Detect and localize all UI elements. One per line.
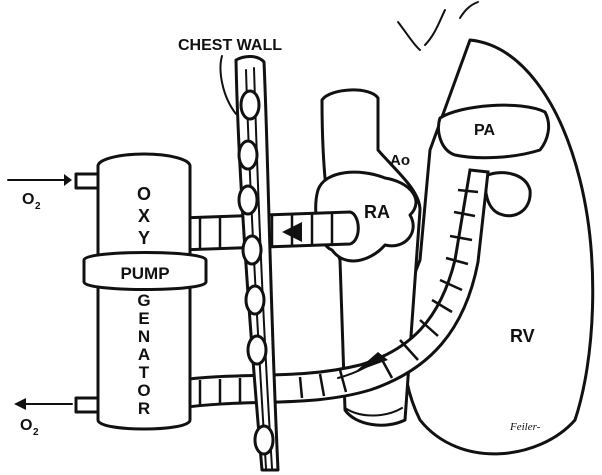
svg-text:O: O <box>137 381 150 400</box>
rv-label: RV <box>510 326 535 346</box>
o2-out-arrow-head <box>14 398 26 410</box>
chest-wall-pointer <box>221 56 236 114</box>
pa-appendage <box>486 173 531 216</box>
svg-text:T: T <box>139 363 150 382</box>
o2-in-arrow-head <box>64 174 72 186</box>
svg-text:A: A <box>138 345 150 364</box>
right-ventricle <box>403 40 593 454</box>
pump-label: PUMP <box>120 264 169 283</box>
oxy-label: O X Y <box>137 184 151 248</box>
svg-text:N: N <box>138 327 150 346</box>
o2-out-label: O <box>20 417 32 434</box>
o2-in-label: O <box>22 191 34 208</box>
o2-in-subscript: 2 <box>35 201 41 212</box>
ao-label: Ao <box>390 152 410 169</box>
vessel-top-mid <box>425 10 445 45</box>
svg-text:E: E <box>138 309 149 328</box>
svg-text:Y: Y <box>138 228 150 248</box>
pa-label: PA <box>474 122 495 139</box>
artist-signature: Feiler- <box>509 421 541 433</box>
o2-in-port <box>76 174 98 188</box>
genator-label: G E N A T O R <box>137 291 150 418</box>
vessel-top-left <box>398 22 420 50</box>
chest-wall-label: CHEST WALL <box>178 37 282 54</box>
o2-out-subscript: 2 <box>33 427 39 438</box>
svg-text:X: X <box>138 206 150 226</box>
ra-label: RA <box>364 202 390 222</box>
svg-text:O: O <box>137 184 151 204</box>
vessel-top-right <box>460 2 478 18</box>
svg-text:G: G <box>137 291 150 310</box>
svg-text:R: R <box>138 399 150 418</box>
o2-out-port <box>76 398 98 412</box>
